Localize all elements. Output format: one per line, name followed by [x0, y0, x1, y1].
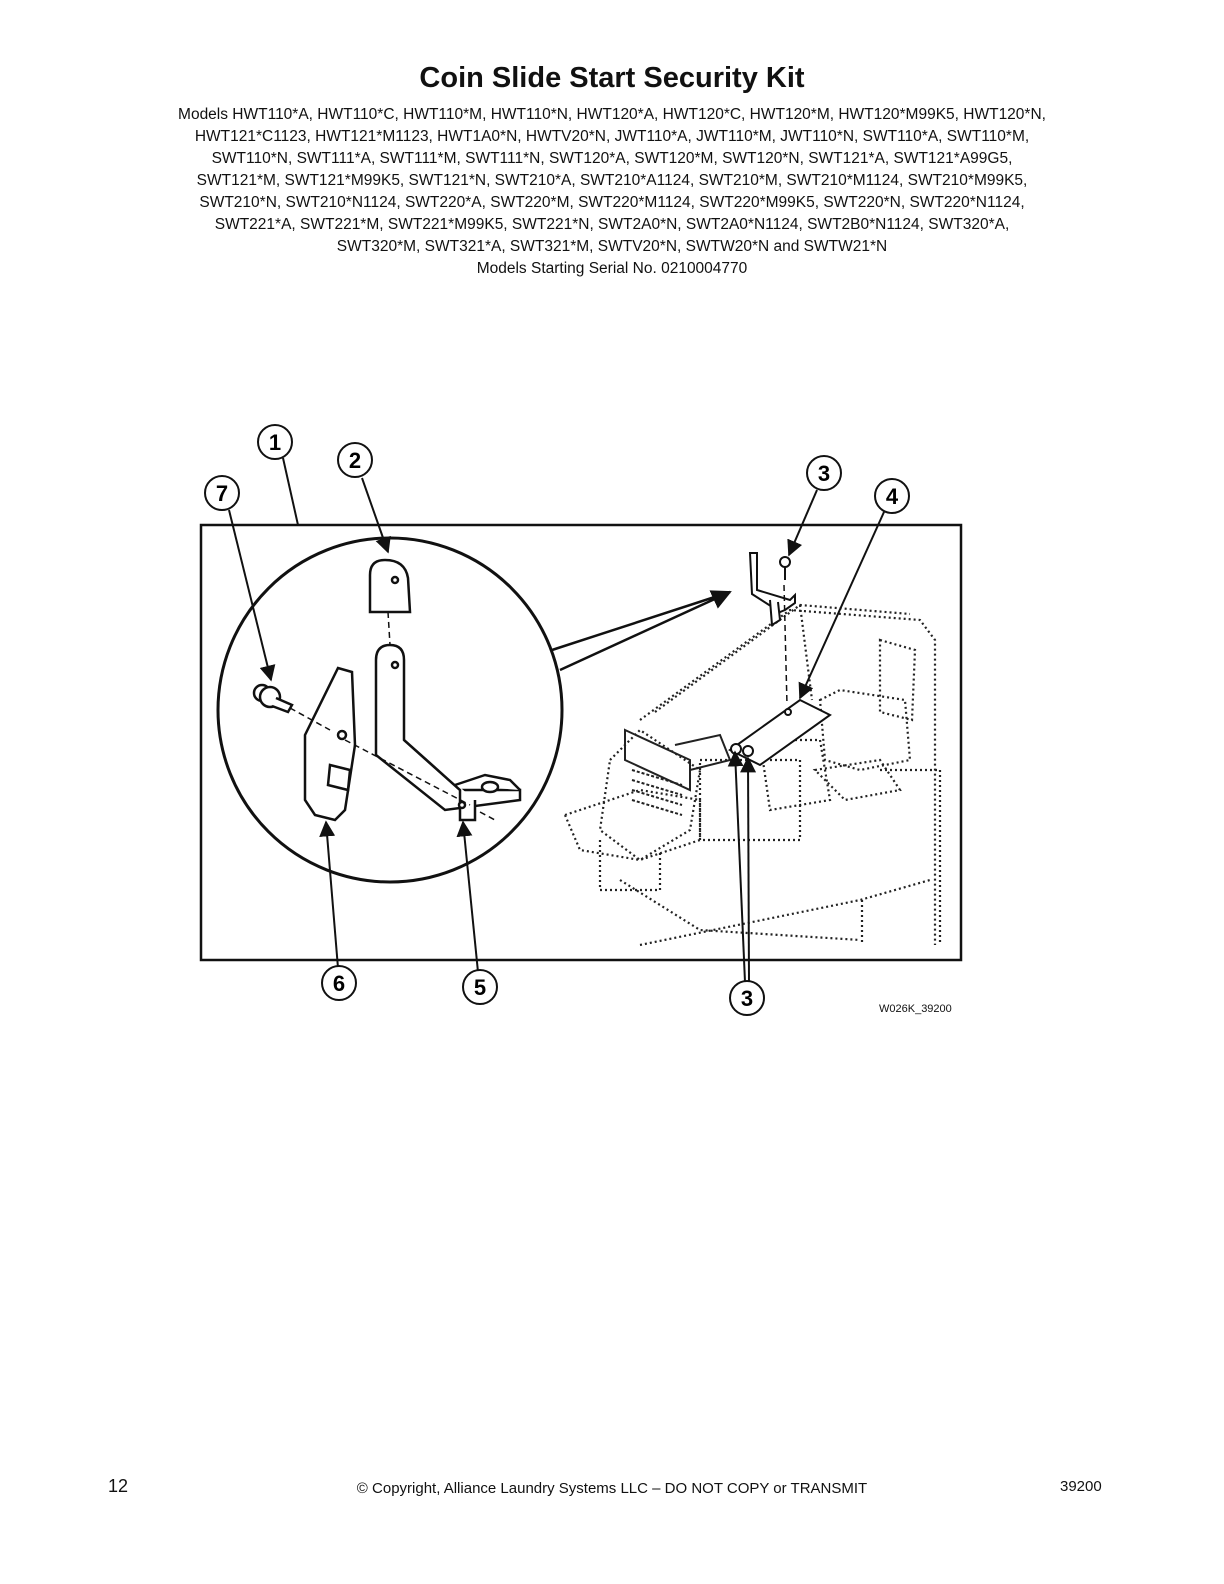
callout-label: 4 [886, 484, 899, 509]
detail-parts [252, 558, 522, 822]
models-line: SWT221*A, SWT221*M, SWT221*M99K5, SWT221… [214, 216, 1010, 233]
callout-label: 6 [333, 971, 345, 996]
callout-label: 7 [216, 481, 228, 506]
assembly-dashed-line [783, 584, 788, 706]
callout-3-top: 3 [806, 455, 842, 491]
models-list: Models HWT110*A, HWT110*C, HWT110*M, HWT… [100, 104, 1124, 280]
models-line: SWT121*M, SWT121*M99K5, SWT121*N, SWT210… [196, 172, 1028, 189]
figure-code: W026K_39200 [879, 1003, 952, 1015]
callout-label: 3 [741, 986, 753, 1011]
callout-label: 2 [349, 448, 361, 473]
copyright-notice: © Copyright, Alliance Laundry Systems LL… [356, 1480, 868, 1497]
models-line: Models HWT110*A, HWT110*C, HWT110*M, HWT… [178, 106, 1046, 123]
document-number: 39200 [1060, 1478, 1102, 1495]
callout-leaders [228, 457, 885, 983]
callout-3-bottom: 3 [729, 980, 765, 1016]
mounting-plate-part [728, 698, 832, 767]
callout-5: 5 [462, 969, 498, 1005]
washer-console-illustration [563, 603, 942, 947]
callout-label: 5 [474, 975, 486, 1000]
callout-1: 1 [257, 424, 293, 460]
page-title: Coin Slide Start Security Kit [419, 62, 805, 94]
callout-2: 2 [337, 442, 373, 478]
callout-label: 3 [818, 461, 830, 486]
callout-7: 7 [204, 475, 240, 511]
figure-frame [199, 523, 963, 962]
models-line: SWT210*N, SWT210*N1124, SWT220*A, SWT220… [199, 194, 1025, 211]
detail-dashed-lines [289, 611, 496, 821]
callout-4: 4 [874, 478, 910, 514]
detail-pointer [551, 592, 730, 672]
callout-label: 1 [269, 430, 281, 455]
models-line: SWT110*N, SWT111*A, SWT111*M, SWT111*N, … [211, 150, 1013, 167]
bracket-small-part [748, 552, 796, 627]
serial-line: Models Starting Serial No. 0210004770 [476, 260, 748, 277]
parts-diagram: 1 2 3 4 7 6 5 3 [190, 410, 980, 1040]
callout-6: 6 [321, 965, 357, 1001]
models-line: HWT121*C1123, HWT121*M1123, HWT1A0*N, HW… [194, 128, 1030, 145]
page-number: 12 [108, 1476, 129, 1496]
exploded-view-illustration: 1 2 3 4 7 6 5 3 [199, 424, 963, 1016]
models-line: SWT320*M, SWT321*A, SWT321*M, SWTV20*N, … [336, 238, 888, 255]
coin-slide-illustration [624, 728, 732, 816]
